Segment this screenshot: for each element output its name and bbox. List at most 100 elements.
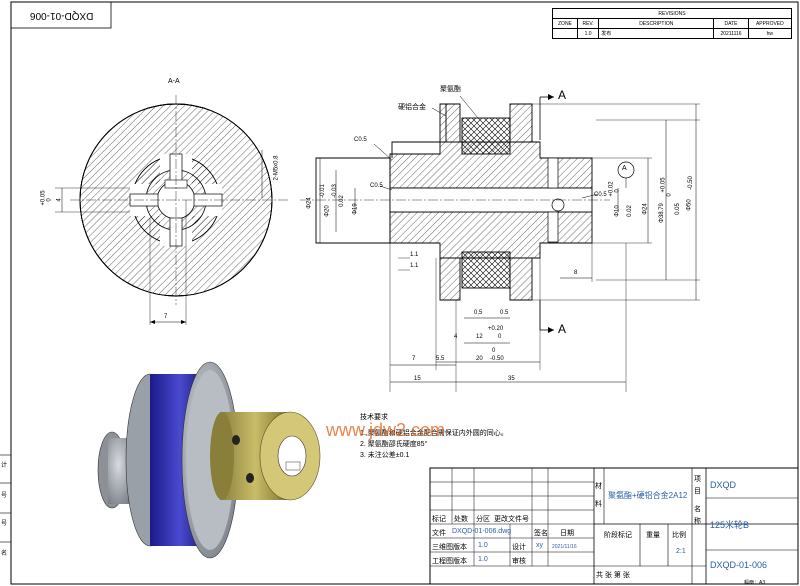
side-label: 名 <box>1 551 8 557</box>
part-name: 125米轮B <box>710 520 750 530</box>
dim-value: 4 <box>454 334 458 340</box>
dim-diameter: Φ24 <box>642 203 649 215</box>
dim-diameter: Φ10 <box>614 205 621 217</box>
col-header: 标记 <box>432 516 446 523</box>
section-mark-bottom: A <box>558 322 567 336</box>
callout-polyurethane: 聚氨酯 <box>440 86 461 93</box>
dim-tolerance: 0 <box>614 189 621 193</box>
paper-size: 幅面：A3 <box>744 580 766 586</box>
dim-value: 20 <box>476 356 483 362</box>
stage-label: 阶段标记 <box>604 532 632 539</box>
side-label: 号 <box>1 521 8 527</box>
dim-tolerance: 0 <box>492 348 496 354</box>
note-item: 1. 聚氨酯和硬铝合金配合需保证内外圆的同心。 <box>360 430 508 437</box>
runout-value: 0.02 <box>338 195 345 207</box>
rev-header: DESCRIPTION <box>598 18 715 29</box>
main-section-view <box>300 94 700 392</box>
rev-cell: 发布 <box>598 28 715 39</box>
rev-header: ZONE <box>552 18 578 29</box>
dim-value: 0.5 <box>500 310 509 316</box>
dim-diameter: Φ19 <box>352 203 359 215</box>
dim-value: 5.5 <box>436 356 445 362</box>
dim-tolerance: +0.20 <box>488 326 504 332</box>
section-mark-top: A <box>558 88 567 102</box>
project-label: 项目 <box>694 476 701 495</box>
dim-value: 35 <box>508 376 515 382</box>
notes-title: 技术要求 <box>360 414 388 421</box>
rev-cell: 20211116 <box>713 28 749 39</box>
rev-header: APPROVED <box>747 18 793 29</box>
watermark: www.jdw2.com <box>326 420 446 440</box>
model-version: 1.0 <box>478 542 488 549</box>
dim-diameter: Φ20 <box>324 205 331 217</box>
dim-value: 7 <box>164 314 168 320</box>
design-date: 2021/11/16 <box>552 544 577 550</box>
title-block-lines <box>429 467 799 585</box>
chamfer-label: C0.5 <box>354 137 367 143</box>
material-label: 材料 <box>595 483 602 508</box>
callout-aluminum: 硬铝合金 <box>398 104 426 111</box>
side-label: 号 <box>1 493 8 499</box>
review-label: 审核 <box>512 558 526 565</box>
dim-value: 12 <box>476 334 483 340</box>
drawing-version-label: 工程图版本 <box>432 558 467 565</box>
file-label: 文件 <box>432 530 446 537</box>
dim-diameter: Φ50 <box>686 199 693 211</box>
rev-header: REV. <box>576 18 600 29</box>
section-view-aa <box>55 95 290 325</box>
name-label: 名称 <box>694 506 701 525</box>
dim-value: 4 <box>56 198 63 202</box>
dim-diameter: Φ38.79 <box>658 203 665 223</box>
dim-value: 0.5 <box>474 310 483 316</box>
note-item: 3. 未注公差±0.1 <box>360 452 410 459</box>
dim-tolerance: 0 <box>666 193 673 197</box>
dim-value: 1.1 <box>410 252 419 258</box>
col-header: 处数 <box>454 516 468 523</box>
mirrored-code: DXQD-01-006 <box>30 10 94 21</box>
project-value: DXQD <box>710 480 737 490</box>
rev-header: DATE <box>713 18 749 29</box>
dim-tolerance: -0.50 <box>490 356 504 362</box>
dim-tolerance: +0.05 <box>660 177 667 193</box>
dim-tolerance: 0 <box>46 198 53 202</box>
isometric-render <box>97 361 321 559</box>
file-value: DXQD-01-006.dwg <box>452 528 512 535</box>
col-header: 签名 <box>534 530 548 537</box>
dim-tolerance: 0 <box>498 334 502 340</box>
rev-cell: 1.0 <box>576 28 600 39</box>
dim-tolerance: -0.50 <box>687 176 694 190</box>
dim-value: 7 <box>412 356 416 362</box>
weight-label: 重量 <box>646 532 660 539</box>
chamfer-label: C0.5 <box>594 192 607 198</box>
side-label: 计 <box>1 463 8 469</box>
runout-value: 0.05 <box>674 203 681 215</box>
sheet-count: 共 张 第 张 <box>596 572 630 579</box>
dim-tolerance: -0.03 <box>331 184 338 198</box>
rev-cell: hw <box>747 28 793 39</box>
col-header: 分区 <box>476 516 490 523</box>
dim-diameter: Φ24 <box>306 197 313 209</box>
dim-value: 15 <box>414 376 421 382</box>
revisions-table: REVISIONS ZONE REV. DESCRIPTION DATE APP… <box>552 8 793 39</box>
runout-value: 0.02 <box>626 205 633 217</box>
col-header: 日期 <box>560 530 574 537</box>
drawing-number: DXQD-01-006 <box>710 560 768 570</box>
dim-tolerance: -0.01 <box>319 184 326 198</box>
chamfer-label: C0.5 <box>370 183 383 189</box>
dim-value: 8 <box>574 270 578 276</box>
note-item: 2. 聚氨酯邵氏硬度85° <box>360 441 428 448</box>
section-label: A-A <box>168 78 180 85</box>
designer: xy <box>536 542 543 549</box>
revisions-title: REVISIONS <box>552 8 792 19</box>
scale-label: 比例 <box>672 532 686 539</box>
datum-label: A <box>622 165 627 172</box>
col-header: 更改文件号 <box>494 516 529 523</box>
model-version-label: 三维图版本 <box>432 544 467 551</box>
drawing-version: 1.0 <box>478 556 488 563</box>
material-value: 聚氨酯+硬铝合金2A12 <box>608 491 688 500</box>
design-label: 设计 <box>512 544 526 551</box>
scale-value: 2:1 <box>676 548 686 555</box>
dim-value: 1.1 <box>410 263 419 269</box>
